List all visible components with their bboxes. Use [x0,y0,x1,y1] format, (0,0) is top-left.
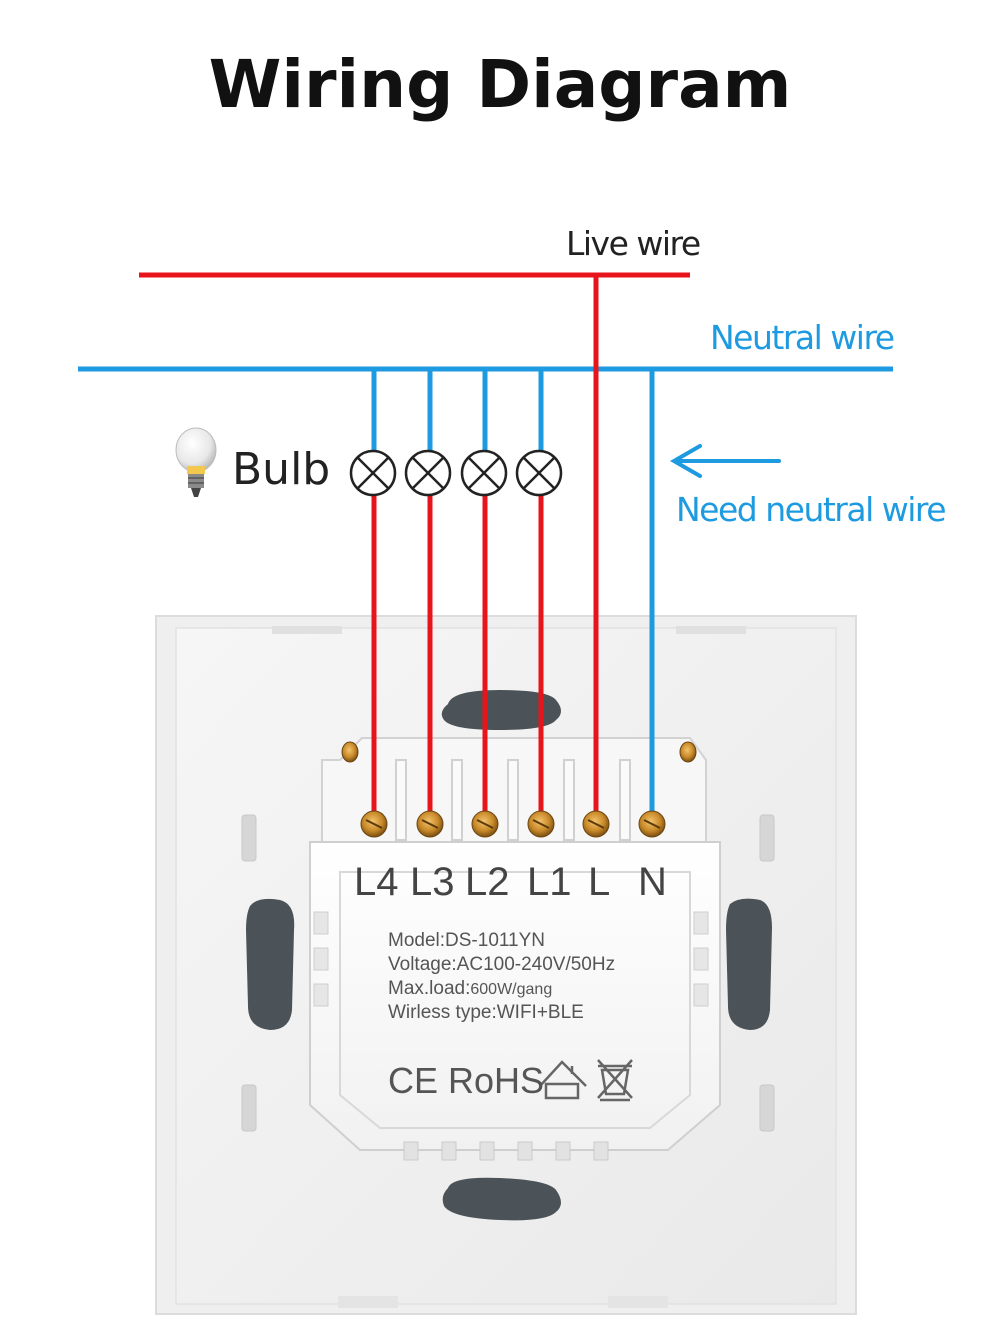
device-max-load: Max.load:600W/gang [388,978,552,1000]
terminal-label-l1: L1 [527,860,572,904]
terminal-screws [341,741,697,838]
terminal-label-l4: L4 [354,860,399,904]
crossed-bin-icon [597,1059,633,1102]
terminal-label-l: L [588,860,611,904]
switch-module [309,841,721,1161]
light-bulb-icon [175,427,217,497]
lamp-symbol-l4 [349,449,397,497]
wires [78,272,893,826]
lamp-symbol-l1 [515,449,563,497]
lamp-symbol-l3 [404,449,452,497]
device-voltage: Voltage:AC100-240V/50Hz [388,954,616,975]
mounting-holes [246,690,772,1221]
lamp-symbols [349,449,563,497]
need-neutral-wire-label: Need neutral wire [676,490,947,529]
neutral-wire-label: Neutral wire [710,318,895,357]
arrow-left-icon [669,444,781,478]
terminal-label-n: N [638,860,667,904]
screw-icon [471,810,499,838]
screw-icon [527,810,555,838]
screw-icon [638,810,666,838]
lamp-symbol-l2 [460,449,508,497]
max-load-value: 600W/gang [470,981,553,998]
certification-marks: CE RoHS [388,1060,545,1101]
page-title: Wiring Diagram [208,46,792,123]
screw-icon [582,810,610,838]
terminal-block [321,737,707,843]
bulb-label: Bulb [232,444,331,495]
screw-icon [416,810,444,838]
terminal-label-l2: L2 [465,860,510,904]
house-icon [539,1060,587,1100]
device-model: Model:DS-1011YN [388,930,546,951]
device-wireless-type: Wirless type:WIFI+BLE [388,1002,584,1023]
live-wire-label: Live wire [566,224,701,263]
max-load-prefix: Max.load: [388,978,471,999]
screw-icon [360,810,388,838]
terminal-label-l3: L3 [410,860,455,904]
